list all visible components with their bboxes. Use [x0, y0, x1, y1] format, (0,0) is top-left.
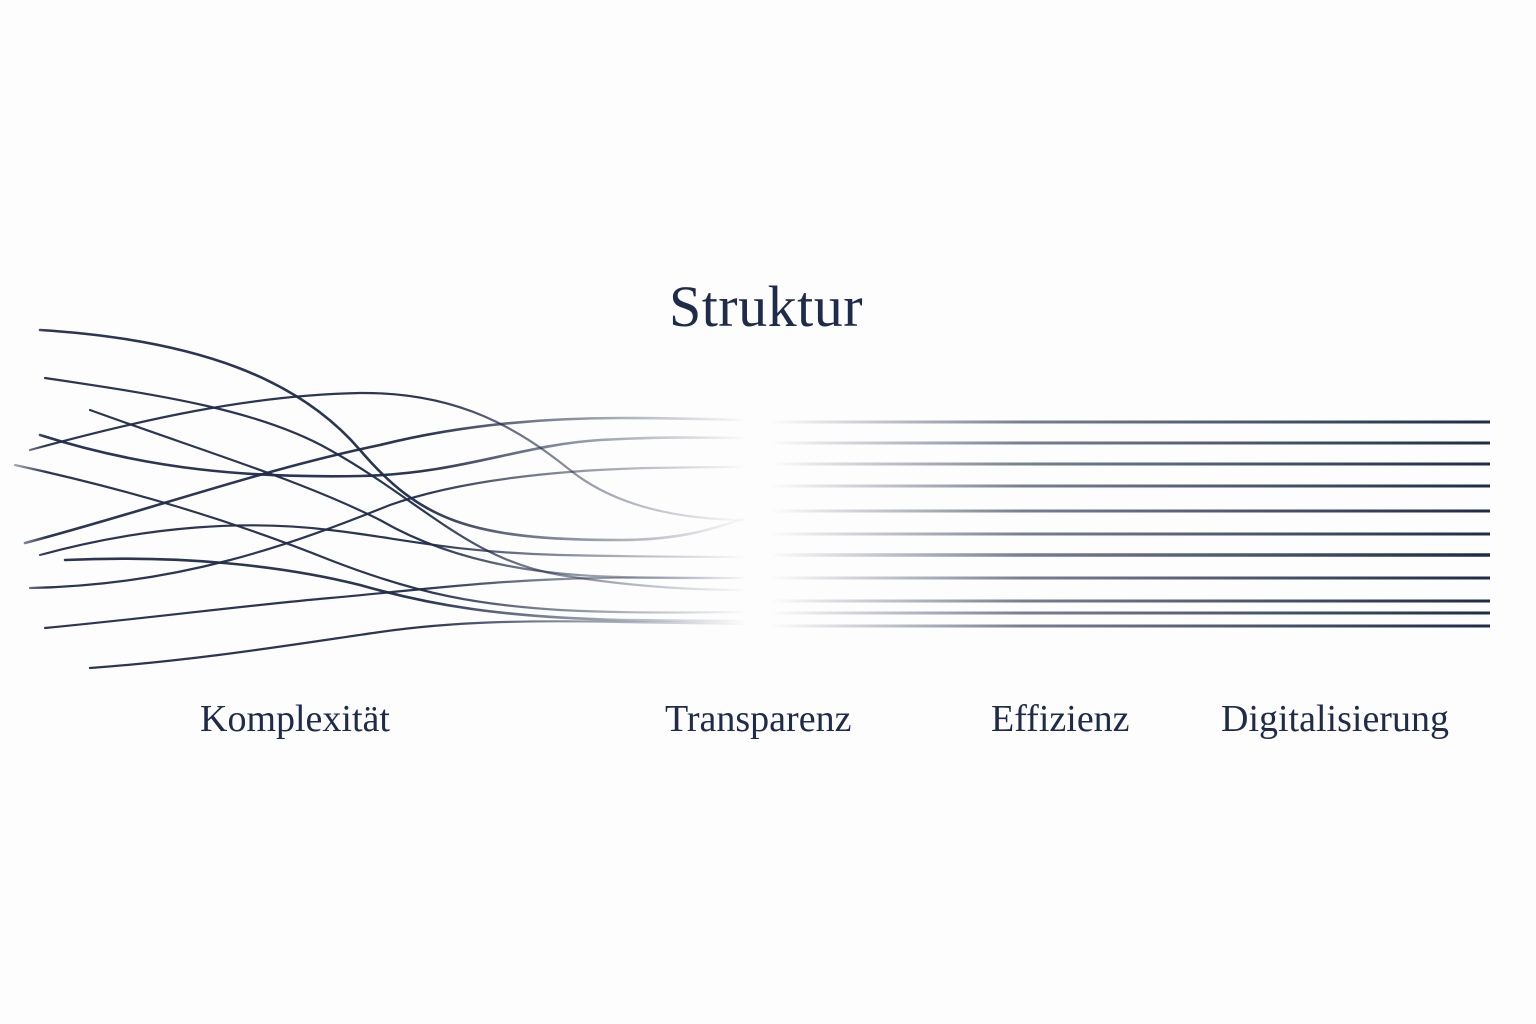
chaotic-line [63, 557, 752, 623]
chaotic-line [88, 620, 752, 670]
chaotic-line [23, 416, 752, 545]
diagram-title: Struktur [668, 274, 864, 339]
label-komplexitaet: Komplexität [200, 698, 390, 740]
chaotic-line [13, 463, 752, 614]
chaotic-line [28, 465, 752, 590]
chaotic-lines [13, 328, 752, 670]
straight-lines [770, 420, 1490, 628]
chaotic-line [43, 576, 752, 630]
chaotic-line [43, 376, 752, 592]
label-digitalisierung: Digitalisierung [1221, 698, 1449, 740]
chaotic-line [28, 391, 752, 522]
label-transparenz: Transparenz [665, 698, 852, 740]
chaotic-line [38, 433, 752, 478]
chaotic-line [38, 328, 752, 542]
label-effizienz: Effizienz [991, 698, 1130, 740]
chaotic-line [38, 524, 752, 559]
